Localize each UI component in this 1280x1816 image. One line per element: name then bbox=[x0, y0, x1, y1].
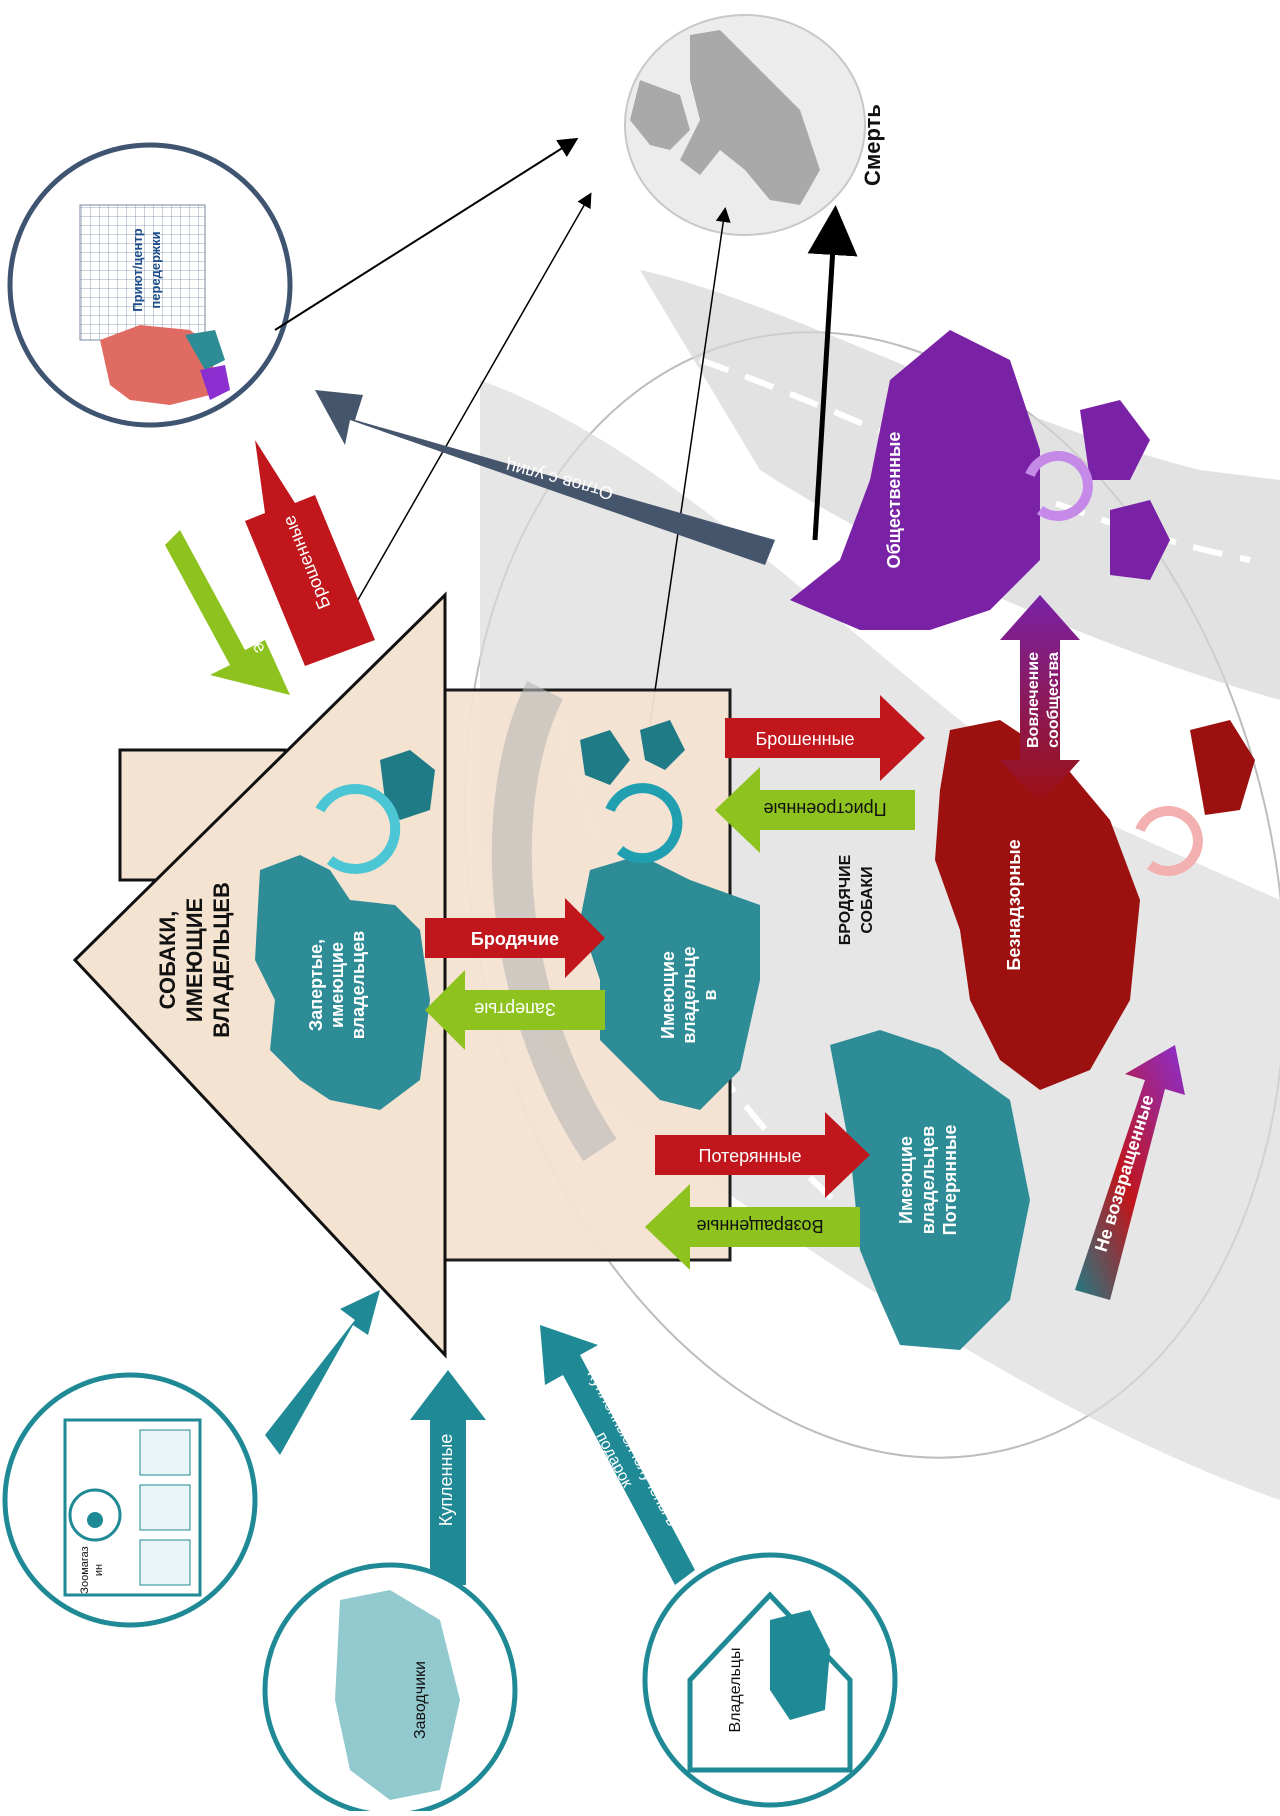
arrow-roaming: Бродячие bbox=[425, 898, 605, 978]
cycle-icon bbox=[1025, 450, 1093, 521]
petshop-label-2: ин bbox=[93, 1564, 105, 1576]
unsupervised-label: Безнадзорные bbox=[1004, 839, 1024, 970]
roaming-label-1: Имеющие bbox=[658, 951, 678, 1039]
cycle-icon bbox=[1135, 805, 1203, 876]
death-circle: Смерть bbox=[624, 14, 885, 236]
home-icon bbox=[687, 1591, 853, 1773]
source-petshop: Зоомагаз ин bbox=[2, 1372, 258, 1628]
community-dog: Общественные bbox=[790, 330, 1170, 630]
purple-dog-icon bbox=[790, 330, 1040, 630]
arrow-bought-breeders: Купленные bbox=[410, 1370, 486, 1585]
breeder-dogs-icon bbox=[335, 1590, 460, 1800]
arrow-abandoned-street-label: Брошенные bbox=[755, 729, 854, 749]
window-icon bbox=[139, 1484, 191, 1531]
arrow-community-label-1: Вовлечение bbox=[1025, 652, 1042, 748]
dead-dog-small-icon bbox=[630, 80, 690, 150]
arrow-bought-petshop-label: Купленные bbox=[250, 1333, 319, 1420]
window-icon bbox=[139, 1429, 191, 1476]
confined-label-2: имеющие bbox=[327, 942, 347, 1028]
dead-dog-large-icon bbox=[680, 30, 820, 205]
puppy-icon bbox=[1190, 720, 1255, 815]
cycle-icon bbox=[315, 783, 401, 874]
arrow-bought-breeders-label: Купленные bbox=[436, 1434, 456, 1527]
owner-dog-icon bbox=[770, 1610, 830, 1720]
cage-icon bbox=[79, 204, 206, 341]
house-title-2: ИМЕЮЩИЕ bbox=[182, 898, 207, 1022]
confined-owned-dog: Запертые, имеющие владельцев bbox=[255, 750, 435, 1110]
petshop-label-1: Зоомагаз bbox=[79, 1546, 91, 1593]
house-title-1: СОБАКИ, bbox=[155, 911, 180, 1010]
arrow-confined: Запертые bbox=[425, 970, 605, 1050]
puppy-icon bbox=[580, 730, 630, 785]
roaming-owned-dog: Имеющие владельце в bbox=[580, 720, 760, 1110]
shelter-dog-large-icon bbox=[100, 325, 215, 405]
shelter-dog-teal-icon bbox=[185, 330, 225, 370]
shelter-dog-purple-icon bbox=[200, 365, 230, 400]
shelter-circle: Приют/центр передержки bbox=[7, 142, 293, 428]
cycle-icon bbox=[605, 783, 683, 864]
paw-icon bbox=[87, 1512, 103, 1528]
arrow-returned-label: Возвращенные bbox=[696, 1216, 823, 1236]
arrow-lost: Потерянные bbox=[655, 1112, 870, 1198]
roaming-label-3: в bbox=[700, 989, 720, 1000]
window-icon bbox=[139, 1539, 191, 1586]
stray-dogs-title: БРОДЯЧИЕ СОБАКИ bbox=[837, 854, 876, 945]
shelter-label-2: передержки bbox=[148, 231, 163, 308]
arrow-adopted-street-label: Пристроенные bbox=[763, 799, 886, 819]
death-lines bbox=[274, 137, 858, 726]
arrow-abandoned-shelter: Брошенные bbox=[245, 440, 375, 666]
unsupervised-dog: Безнадзорные bbox=[935, 720, 1255, 1090]
arrow-confined-label: Запертые bbox=[474, 999, 555, 1019]
puppy-icon bbox=[1110, 500, 1170, 580]
breeders-label: Заводчики bbox=[412, 1661, 429, 1739]
puppy-icon bbox=[1080, 400, 1150, 480]
arrow-roaming-label: Бродячие bbox=[471, 929, 559, 949]
arrow-bought-petshop: Купленные bbox=[250, 1290, 380, 1455]
lost-owned-dog: Имеющие владельцев Потерянные bbox=[830, 1030, 1030, 1350]
confined-label-3: владельцев bbox=[348, 931, 368, 1039]
arrow-community-label-2: сообщества bbox=[1045, 652, 1062, 748]
roaming-label-2: владельце bbox=[679, 946, 699, 1043]
lost-label-1: Имеющие bbox=[896, 1136, 916, 1224]
death-label: Смерть bbox=[860, 104, 885, 186]
teal-dog-icon bbox=[255, 855, 430, 1110]
puppy-icon bbox=[640, 720, 685, 770]
teal-dog-lost-icon bbox=[830, 1030, 1030, 1350]
arrow-community: Вовлечение сообщества bbox=[1000, 595, 1080, 805]
arrow-adopted-street: Пристроенные bbox=[715, 767, 915, 853]
source-owners: Владельцы bbox=[642, 1552, 898, 1808]
source-breeders: Заводчики bbox=[262, 1562, 518, 1816]
owners-label: Владельцы bbox=[727, 1648, 744, 1733]
shelter-label-1: Приют/центр bbox=[130, 228, 145, 311]
lost-label-3: Потерянные bbox=[940, 1125, 960, 1236]
confined-label-1: Запертые, bbox=[306, 939, 326, 1031]
stray-title-2: СОБАКИ bbox=[859, 866, 876, 933]
lost-label-2: владельцев bbox=[918, 1126, 938, 1234]
teal-dog-roaming-icon bbox=[580, 855, 760, 1110]
arrow-returned: Возвращенные bbox=[645, 1184, 860, 1270]
arrow-lost-label: Потерянные bbox=[699, 1146, 802, 1166]
dark-red-dog-icon bbox=[935, 720, 1140, 1090]
arrow-owners-source: Купленные/Получены в подарок bbox=[540, 1325, 695, 1585]
puppy-icon bbox=[380, 750, 435, 820]
community-label: Общественные bbox=[884, 432, 904, 569]
house-title-3: ВЛАДЕЛЬЦЕВ bbox=[209, 882, 234, 1038]
stray-title-1: БРОДЯЧИЕ bbox=[837, 854, 854, 945]
arrow-abandoned-street: Брошенные bbox=[725, 695, 925, 781]
